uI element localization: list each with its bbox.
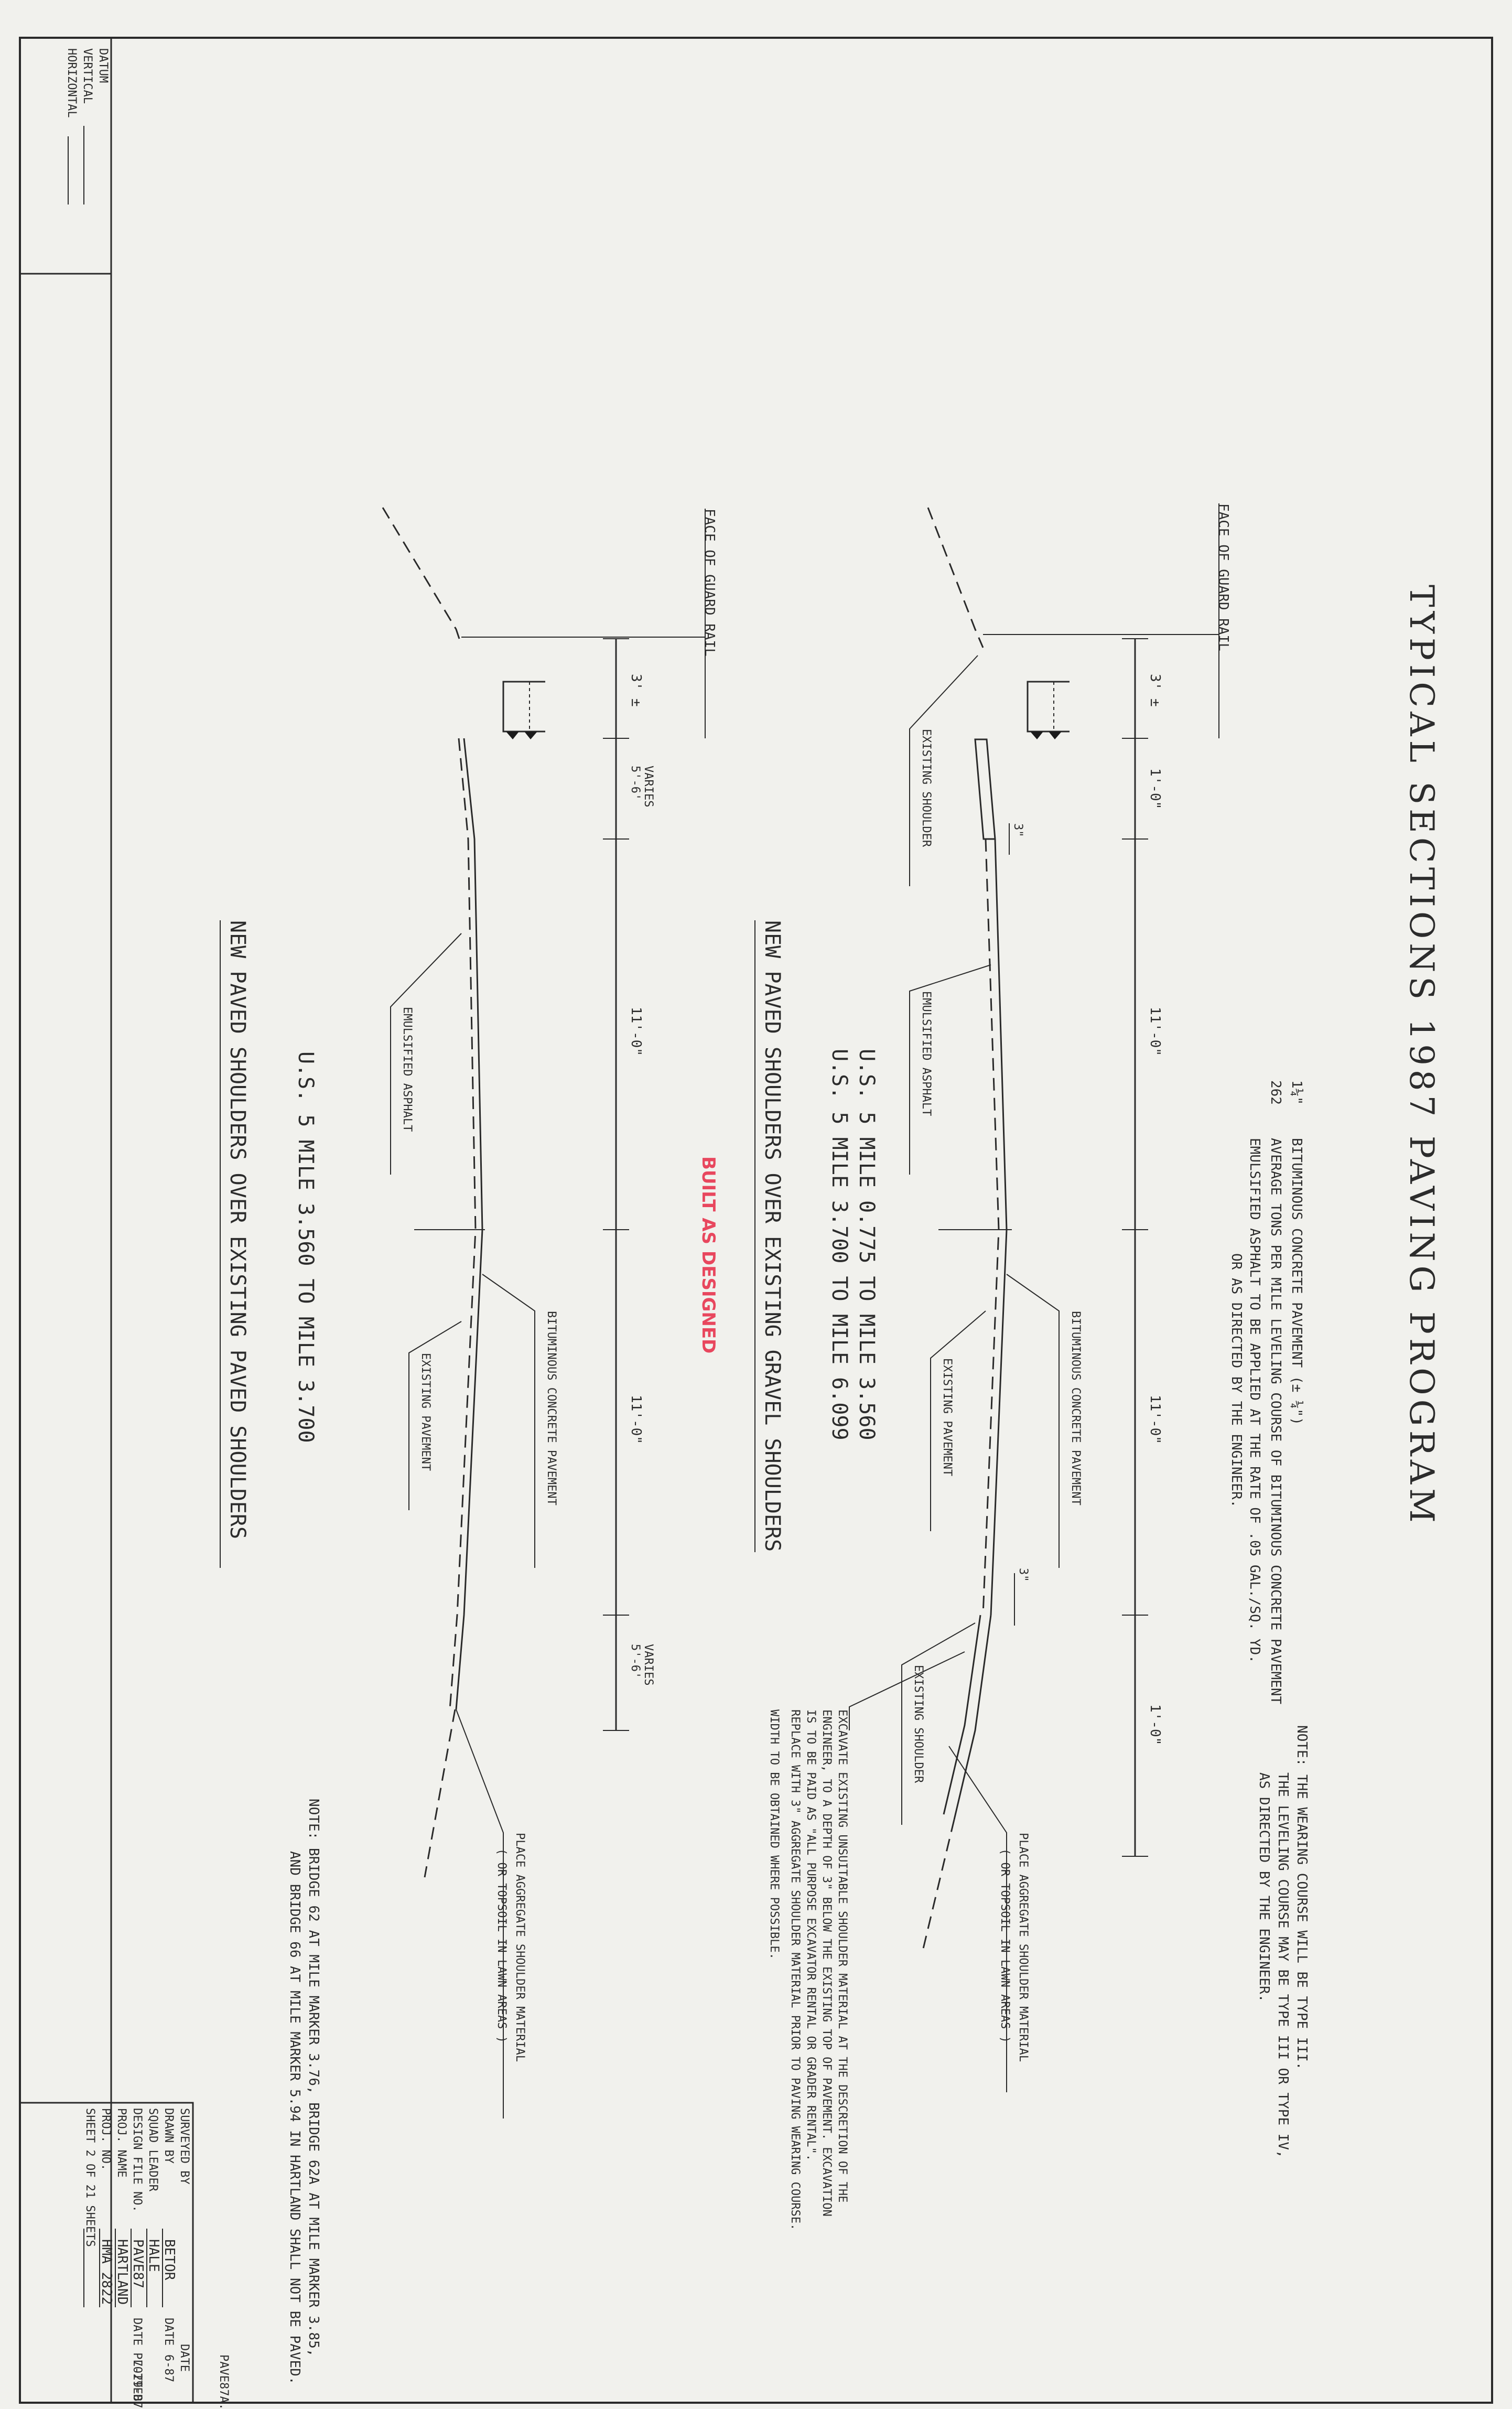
datum-box: DATUM VERTICAL HORIZONTAL [20, 48, 111, 275]
legend-row1-symbol: 1¼" [1289, 1080, 1304, 1105]
section-b-note1: NOTE: BRIDGE 62 AT MILE MARKER 3.76, BRI… [306, 1799, 321, 2357]
datum-horizontal: HORIZONTAL [65, 48, 78, 117]
section-b-dim-range-left: 5'-6' [629, 766, 642, 800]
section-a-dim-3: 11'-0" [1147, 1007, 1163, 1056]
section-b-existing-pavement: EXISTING PAVEMENT [419, 1353, 432, 1471]
section-a-small-dim-left: 3" [1011, 823, 1024, 837]
excavate-line2: ENGINEER, TO A DEPTH OF 3" BELOW THE EXI… [820, 1709, 833, 2217]
section-a-dim-5: 1'-0" [1147, 1704, 1163, 1745]
section-b-slope-left [382, 507, 462, 646]
tb-plotted-date: 7-29-87 [131, 2360, 144, 2408]
section-a-shoulder-right [943, 1615, 992, 1820]
legend-row2-symbol: 262 [1268, 1080, 1283, 1105]
section-a-slope-left [927, 507, 984, 648]
section-b-dim-1: 3' ± [628, 674, 644, 707]
section-a-emulsified: EMULSIFIED ASPHALT [920, 991, 933, 1116]
section-a-route2: U.S. 5 MILE 3.700 TO MILE 6.099 [827, 1049, 851, 1440]
datum-title: DATUM [96, 48, 110, 83]
section-a-excavate-note: EXCAVATE EXISTING UNSUITABLE SHOULDER MA… [768, 1709, 849, 2230]
note-top-line3: AS DIRECTED BY THE ENGINEER. [1256, 1772, 1272, 2002]
section-b-dim-4: 11'-0" [628, 1395, 644, 1444]
section-a-place-aggregate: PLACE AGGREGATE SHOULDER MATERIAL [1017, 1833, 1030, 2062]
section-b-dim-3: 11'-0" [628, 1007, 644, 1056]
section-b-guard-rail [502, 681, 545, 733]
datum-vertical: VERTICAL [81, 48, 94, 104]
legend-row2-text: AVERAGE TONS PER MILE LEVELING COURSE OF… [1268, 1138, 1283, 1704]
tb-drawn-label: DRAWN BY [162, 2108, 175, 2164]
section-b-dim-range-right: 5'-6' [629, 1644, 642, 1679]
section-b-pavement-existing [449, 738, 477, 1710]
tb-sheet: SHEET 2 OF 21 SHEETS [83, 2108, 96, 2247]
section-a-topsoil: ( OR TOPSOIL IN LAWN AREAS ) [998, 1848, 1011, 2043]
section-b-emulsified: EMULSIFIED ASPHALT [401, 1007, 414, 1132]
section-b-caption: NEW PAVED SHOULDERS OVER EXISTING PAVED … [225, 920, 250, 1539]
section-b-route: U.S. 5 MILE 3.560 TO MILE 3.700 [294, 1051, 318, 1443]
excavate-line1: EXCAVATE EXISTING UNSUITABLE SHOULDER MA… [836, 1709, 849, 2202]
page-title: TYPICAL SECTIONS 1987 PAVING PROGRAM [1402, 585, 1441, 1527]
legend-row4-text: OR AS DIRECTED BY THE ENGINEER. [1228, 1253, 1244, 1508]
tb-projno-value: HMA 2822 [99, 2239, 114, 2305]
excavate-line4: REPLACE WITH 3" AGGREGATE SHOULDER MATER… [789, 1709, 802, 2230]
section-b-place-aggregate: PLACE AGGREGATE SHOULDER MATERIAL [513, 1833, 526, 2062]
note-top-line2: THE LEVELING COURSE MAY BE TYPE III OR T… [1275, 1772, 1291, 2158]
tb-squad-label: SQUAD LEADER [146, 2108, 159, 2192]
section-b-dim-varies-right: VARIES [642, 1644, 655, 1685]
section-a-dim-2: 1'-0" [1147, 768, 1163, 809]
section-a-shoulder-left [974, 738, 996, 840]
tb-plotted-label: DATE PLOTTED [131, 2318, 144, 2401]
section-a-guard-rail-base [1030, 732, 1062, 739]
titleblock-filename: PAVE87A.PRF [217, 2354, 230, 2409]
tb-design-label: DESIGN FILE NO. [131, 2108, 144, 2212]
section-b-dim-varies-left: VARIES [642, 766, 655, 807]
section-a-caption: NEW PAVED SHOULDERS OVER EXISTING GRAVEL… [760, 920, 784, 1552]
section-b: FACE OF GUARD RAIL 3' ± VARIES 5'-6' 11'… [220, 507, 717, 2384]
tb-projno-label: PROJ. NO. [99, 2108, 112, 2170]
title-block: PAVE87A.PRF SURVEYED BY DATE DRAWN BY BE… [19, 2102, 230, 2409]
section-b-slope-right [424, 1709, 456, 1878]
tb-projname-label: PROJ. NAME [115, 2108, 128, 2177]
section-b-note2: AND BRIDGE 66 AT MILE MARKER 5.94 IN HAR… [287, 1851, 303, 2384]
note-top-line1: NOTE: THE WEARING COURSE WILL BE TYPE II… [1294, 1725, 1310, 2070]
excavate-line3: IS TO BE PAID AS "ALL PURPOSE EXCAVATOR … [804, 1709, 817, 2161]
section-b-bituminous: BITUMINOUS CONCRETE PAVEMENT [545, 1311, 558, 1505]
section-b-face-label: FACE OF GUARD RAIL [701, 509, 717, 657]
section-a-dim-4: 11'-0" [1147, 1395, 1163, 1444]
section-b-guard-rail-base [506, 732, 537, 739]
section-a-slope-right [922, 1819, 955, 1951]
section-a-existing-pavement: EXISTING PAVEMENT [941, 1358, 954, 1476]
tb-drawn-value: BETOR [161, 2239, 177, 2281]
tb-surveyed-date-label: DATE [178, 2344, 191, 2372]
section-a-existing-shoulder-right: EXISTING SHOULDER [912, 1665, 925, 1783]
section-a-route1: U.S. 5 MILE 0.775 TO MILE 3.560 [855, 1049, 879, 1440]
tb-squad-value: HALE [146, 2239, 161, 2272]
legend: 1¼" BITUMINOUS CONCRETE PAVEMENT (± ¼") … [1228, 1080, 1304, 1704]
tb-projname-value: HARTLAND [114, 2239, 130, 2305]
section-a: FACE OF GUARD RAIL 3' ± 1'-0" 11'-0" 11'… [754, 503, 1231, 2230]
tb-drawn-date: 6-87 [162, 2354, 175, 2382]
tb-drawn-date-label: DATE [162, 2318, 175, 2346]
tb-surveyed-label: SURVEYED BY [178, 2108, 191, 2185]
section-a-existing-shoulder-left: EXISTING SHOULDER [920, 729, 933, 847]
section-a-bituminous: BITUMINOUS CONCRETE PAVEMENT [1069, 1311, 1082, 1505]
legend-row1-text: BITUMINOUS CONCRETE PAVEMENT (± ¼") [1289, 1138, 1304, 1425]
section-a-small-dim-right: 3" [1017, 1568, 1030, 1582]
legend-row3-text: EMULSIFIED ASPHALT TO BE APPLIED AT THE … [1247, 1138, 1262, 1663]
section-a-guard-rail [1027, 681, 1070, 733]
width-note: WIDTH TO BE OBTAINED WHERE POSSIBLE. [768, 1709, 781, 1960]
section-b-topsoil: ( OR TOPSOIL IN LAWN AREAS ) [495, 1848, 508, 2043]
built-as-designed-stamp: BUILT AS DESIGNED [698, 1156, 719, 1353]
section-a-face-label: FACE OF GUARD RAIL [1215, 503, 1231, 651]
tb-design-value: PAVE87 [130, 2239, 146, 2288]
note-top: NOTE: THE WEARING COURSE WILL BE TYPE II… [1256, 1725, 1310, 2158]
section-a-dim-1: 3' ± [1147, 674, 1163, 707]
